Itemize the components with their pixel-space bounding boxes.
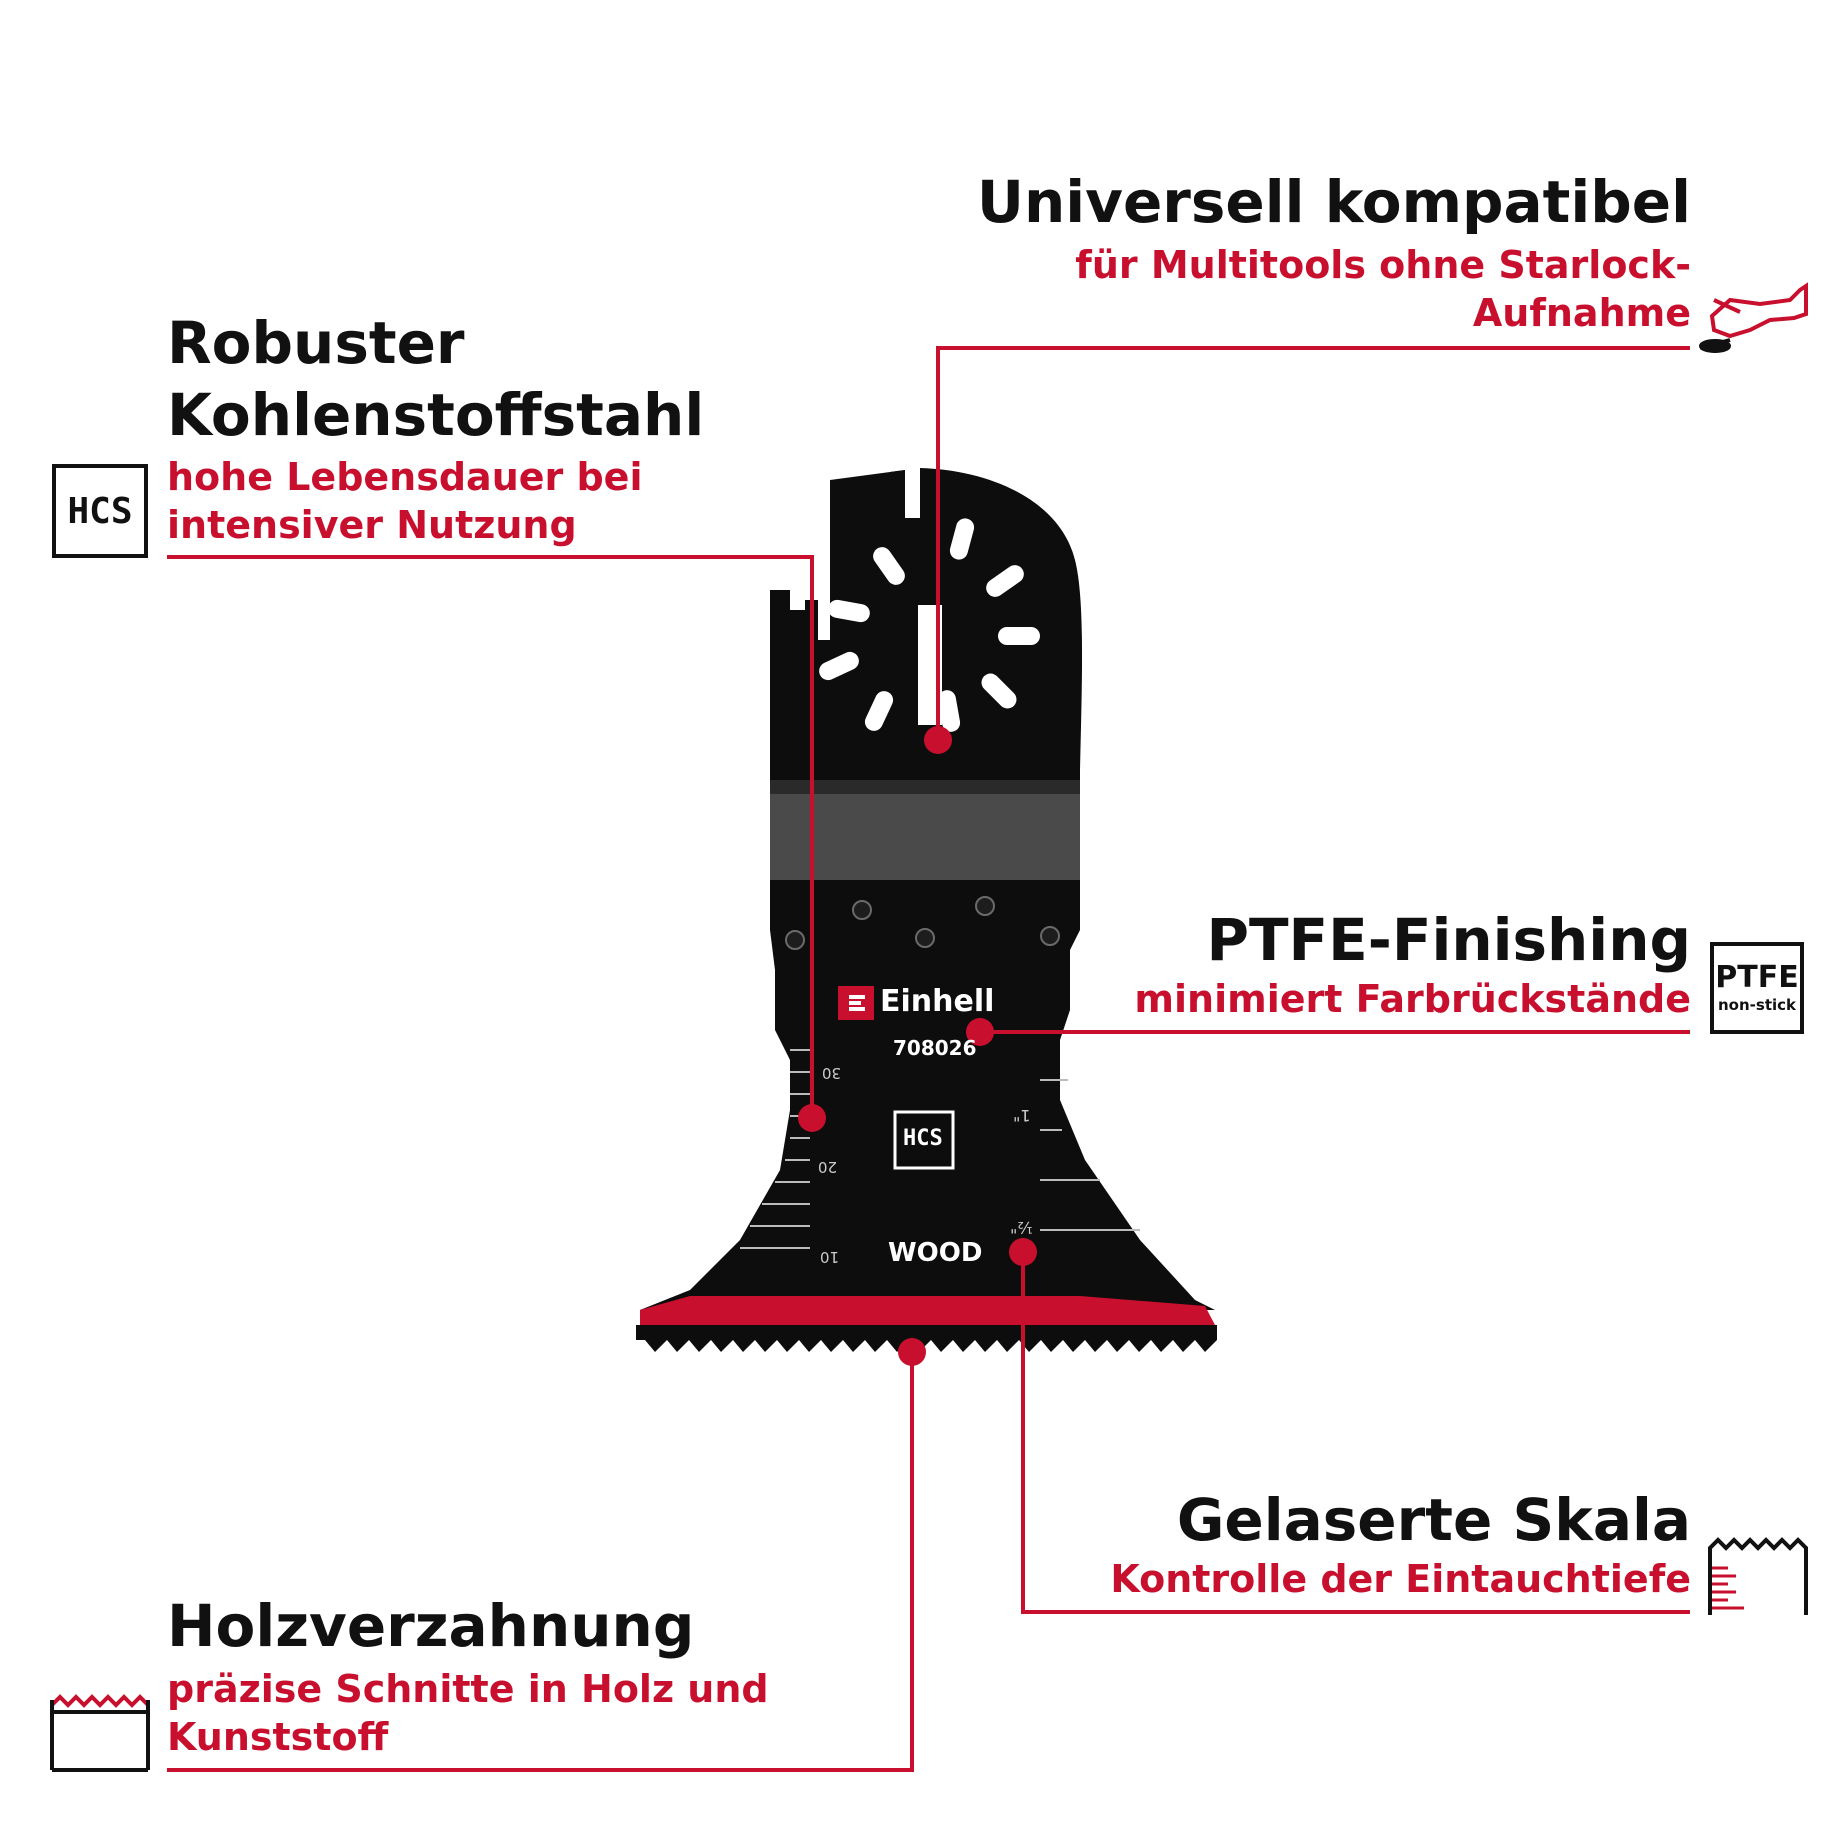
blade-material-text: HCS bbox=[903, 1126, 943, 1151]
skala-title: Gelaserte Skala bbox=[1176, 1486, 1691, 1554]
kompatibel-title: Universell kompatibel bbox=[976, 168, 1691, 236]
ptfe-badge-icon: PTFE non-stick bbox=[1710, 942, 1804, 1034]
scale-label-10: 10 bbox=[820, 1248, 840, 1266]
blade-model-text: 708026 bbox=[893, 1036, 977, 1060]
leader-kompatibel bbox=[936, 346, 1690, 740]
rivets bbox=[785, 896, 1060, 950]
scale-label-half: ½" bbox=[1010, 1218, 1033, 1237]
holz-line1: präzise Schnitte in Holz und bbox=[167, 1667, 769, 1711]
ptfe-badge-top: PTFE bbox=[1715, 960, 1799, 995]
scale-label-30: 30 bbox=[822, 1064, 842, 1082]
scale-left-ticks bbox=[740, 1049, 810, 1249]
blade-band bbox=[770, 780, 1080, 880]
depth-scale-icon bbox=[1708, 1537, 1808, 1615]
blade-brand-text: Einhell bbox=[880, 984, 995, 1019]
kompatibel-line2: Aufnahme bbox=[1472, 291, 1691, 335]
saw-blade bbox=[636, 468, 1217, 1352]
wood-teeth-icon bbox=[50, 1694, 150, 1772]
holz-line2: Kunststoff bbox=[167, 1715, 389, 1759]
kompatibel-line1: für Multitools ohne Starlock- bbox=[1075, 243, 1691, 287]
scale-label-1in: 1" bbox=[1013, 1106, 1031, 1125]
hcs-badge-icon: HCS bbox=[52, 464, 148, 558]
ptfe-title: PTFE-Finishing bbox=[1206, 906, 1691, 974]
leader-skala bbox=[1021, 1252, 1690, 1614]
scale-label-20: 20 bbox=[818, 1158, 838, 1176]
red-edge bbox=[640, 1296, 1215, 1325]
scale-right-ticks bbox=[1040, 1079, 1140, 1231]
multitool-icon bbox=[1699, 282, 1808, 353]
leader-holz bbox=[167, 1352, 914, 1772]
hcs-badge-text: HCS bbox=[67, 490, 133, 532]
leader-stahl bbox=[167, 555, 814, 1118]
teeth bbox=[636, 1325, 1217, 1352]
holz-title: Holzverzahnung bbox=[167, 1592, 695, 1660]
blade-hcs-mark bbox=[893, 1110, 955, 1170]
leader-dots bbox=[798, 726, 1037, 1366]
stahl-title-1: Robuster bbox=[167, 309, 465, 377]
stahl-title-2: Kohlenstoffstahl bbox=[167, 381, 705, 449]
stahl-line2: intensiver Nutzung bbox=[167, 503, 577, 547]
ptfe-line1: minimiert Farbrückstände bbox=[1134, 977, 1691, 1021]
ptfe-badge-bottom: non-stick bbox=[1718, 996, 1796, 1014]
stahl-line1: hohe Lebensdauer bei bbox=[167, 455, 643, 499]
blade-type-text: WOOD bbox=[888, 1238, 983, 1268]
leader-lines bbox=[167, 346, 1690, 1772]
skala-line1: Kontrolle der Eintauchtiefe bbox=[1110, 1557, 1691, 1601]
